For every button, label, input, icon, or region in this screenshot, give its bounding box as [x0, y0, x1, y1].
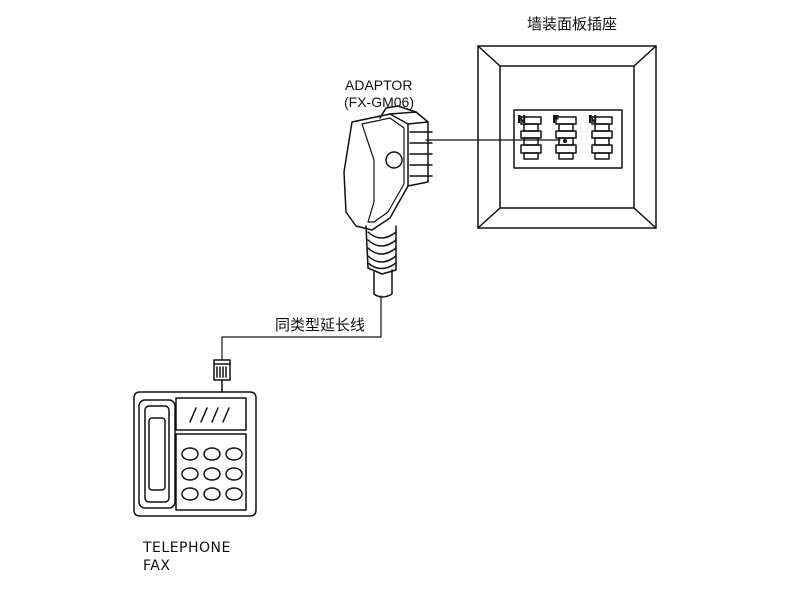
socket-slot-f — [555, 116, 577, 160]
rj-plug-icon — [213, 359, 231, 393]
socket-slot-label: N — [517, 113, 526, 126]
device-label-fax: FAX — [143, 558, 171, 574]
adaptor-plug — [343, 105, 433, 298]
socket-title: 墙装面板插座 — [527, 15, 618, 33]
socket-slot-n-right — [591, 116, 613, 160]
adaptor-release-button-icon — [385, 151, 403, 169]
adaptor-model: (FX-GM06) — [344, 94, 414, 110]
socket-slot-label: N — [588, 113, 597, 126]
telephone-icon — [133, 391, 257, 517]
wall-socket — [477, 45, 657, 229]
socket-inner-frame — [499, 65, 635, 209]
cable-label: 同类型延长线 — [275, 316, 366, 334]
adaptor-name: ADAPTOR — [345, 77, 413, 93]
socket-slot-label: F — [552, 113, 560, 126]
extension-cable — [221, 295, 382, 361]
socket-contact-panel — [513, 109, 623, 169]
socket-outer-frame — [477, 45, 657, 229]
socket-slot-n-left — [520, 116, 542, 160]
device-label-telephone: TELEPHONE — [143, 540, 231, 556]
